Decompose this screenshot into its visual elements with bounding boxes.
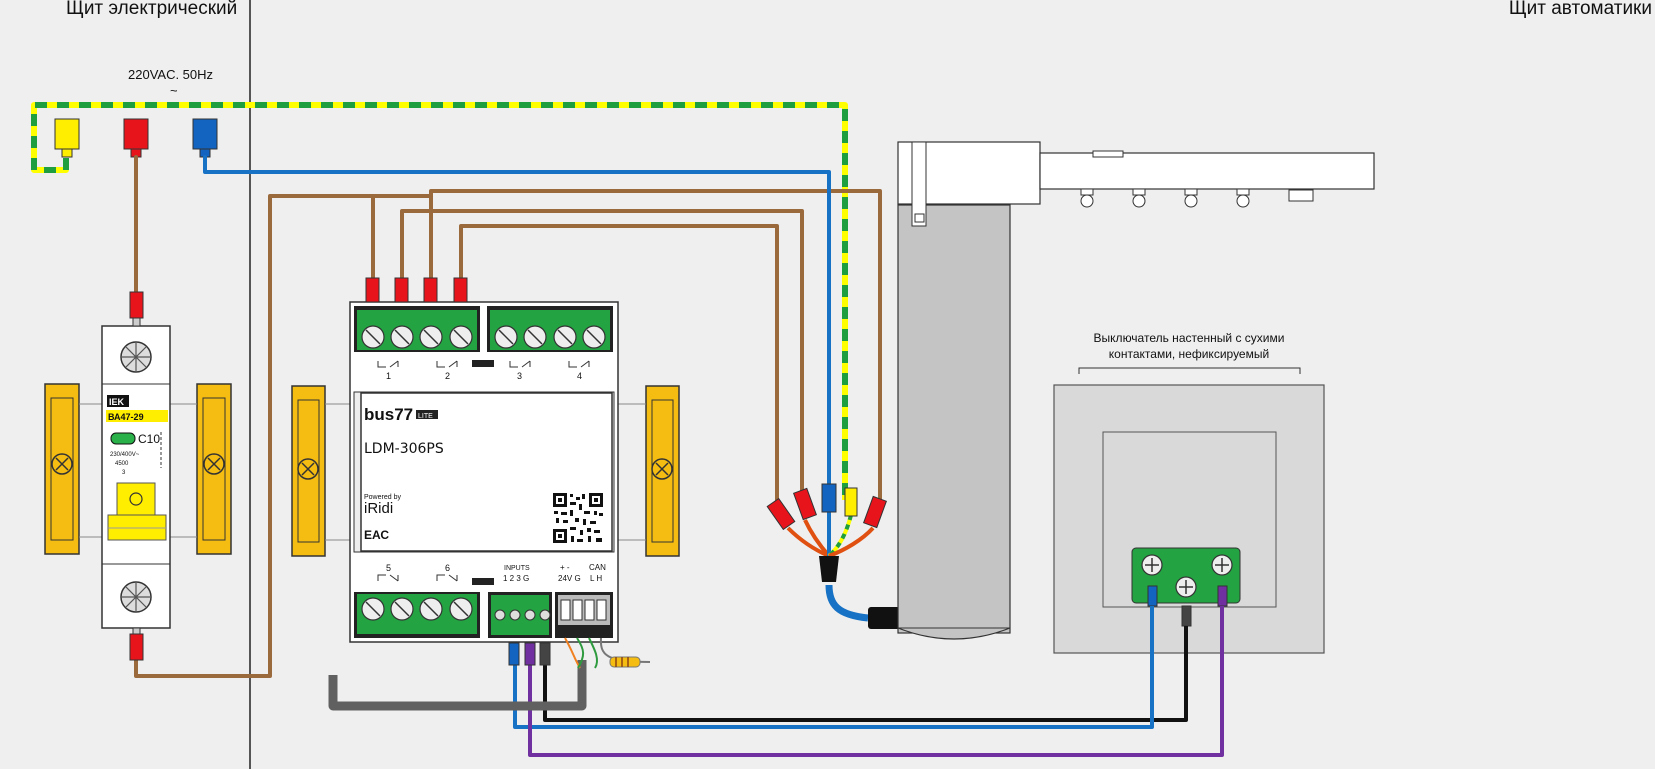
- breaker-spec-1: 230/400V~: [110, 452, 140, 458]
- breaker-rating: C10: [138, 432, 160, 446]
- ground-bus: [328, 660, 587, 711]
- wire-relay-4: [459, 224, 779, 502]
- relay-label-2: 2: [445, 371, 450, 381]
- curtain-motor: [897, 141, 1041, 640]
- powered-by-text: Powered by: [364, 494, 401, 501]
- bottom-led: [472, 578, 494, 585]
- left-panel-title: Щит электрический: [66, 0, 237, 19]
- iridi-logo: iRidi: [364, 500, 393, 517]
- wire-neutral: [203, 155, 831, 492]
- iek-logo: [107, 395, 129, 407]
- relay-ferrules: [365, 277, 468, 303]
- top-led: [472, 360, 494, 367]
- inputs-title: INPUTS: [504, 565, 530, 572]
- lite-badge-bg: [416, 410, 438, 419]
- circuit-breaker: IEK ВА47-29 C10 230/400V~ 4500 3: [44, 291, 232, 661]
- source-neutral-terminal: [192, 118, 218, 158]
- wire-relay-1: [429, 189, 882, 502]
- switch-caption-bracket: [1078, 367, 1301, 374]
- power-polarity: + -: [560, 563, 570, 572]
- can-label: L H: [590, 574, 602, 583]
- brand-logo: bus77: [364, 405, 413, 424]
- relay-label-4: 4: [577, 371, 582, 381]
- power-label: 24V G: [558, 574, 581, 583]
- pe-wire: [31, 102, 848, 500]
- right-panel-title: Щит автоматики: [1509, 0, 1652, 19]
- wire-line-out: [134, 194, 375, 678]
- relay-label-5: 5: [386, 563, 391, 573]
- controller-module: 1 2 3 4 bus77 LITE LDM-306PS Powered by …: [291, 277, 680, 669]
- breaker-brand: IEK: [109, 397, 125, 407]
- breaker-toggle: [116, 482, 156, 516]
- relay-label-3: 3: [517, 371, 522, 381]
- lite-badge: LITE: [418, 413, 433, 420]
- voltage-label: 220VAC. 50Hz: [128, 67, 213, 82]
- wire-relay-2: [400, 209, 804, 497]
- relay-label-1: 1: [386, 371, 391, 381]
- switch-caption-line1: Выключатель настенный с сухими: [1094, 331, 1285, 345]
- breaker-spec-2: 4500: [115, 461, 129, 467]
- motor-cable: [766, 483, 900, 629]
- model-name: LDM-306PS: [364, 441, 444, 457]
- can-title: CAN: [589, 563, 606, 572]
- switch-caption-line2: контактами, нефиксируемый: [1109, 347, 1269, 361]
- breaker-model-band: [106, 410, 168, 422]
- source-line-terminal: [123, 118, 149, 158]
- wall-switch: [1053, 384, 1325, 654]
- motor-body: [897, 204, 1011, 634]
- qr-code: [553, 493, 603, 543]
- can-termination-resistor: [564, 637, 651, 669]
- cable-gland: [819, 556, 839, 582]
- eac-mark: ЕАС: [364, 528, 389, 542]
- inputs-numbers: 1 2 3 G: [503, 574, 529, 583]
- relay-label-6: 6: [445, 563, 450, 573]
- source-pe-terminal: [54, 118, 80, 158]
- breaker-model: ВА47-29: [108, 412, 144, 422]
- breaker-indicator: [110, 432, 136, 445]
- motor-connector: [868, 607, 900, 629]
- ac-symbol: ~: [170, 83, 178, 98]
- input-ferrules: [508, 642, 551, 666]
- breaker-spec-3: 3: [122, 470, 126, 476]
- curtain-rail: [1039, 150, 1375, 208]
